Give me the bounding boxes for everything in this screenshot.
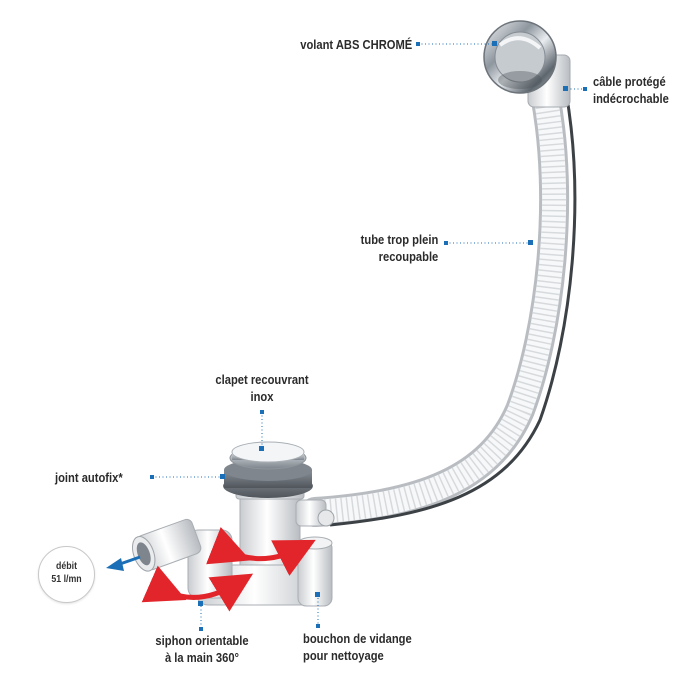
flow-arrow (106, 555, 141, 571)
marker-volant (416, 42, 420, 46)
rotation-arrow-lower (141, 565, 254, 612)
marker-bouchon-end (316, 624, 320, 628)
marker-volant-end (492, 41, 497, 46)
marker-tube-end (528, 240, 533, 245)
debit-value: 51 l/mn (51, 574, 82, 585)
label-joint: joint autofix* (55, 470, 123, 485)
label-bouchon: bouchon de vidange pour nettoyage (303, 631, 412, 663)
marker-siphon-end (199, 627, 203, 631)
debit-badge: débit 51 l/mn (38, 546, 95, 603)
trap (131, 518, 333, 607)
marker-joint (150, 475, 154, 479)
label-volant: volant ABS CHROMÉ (299, 37, 412, 52)
label-siphon: siphon orientable à la main 360° (155, 633, 249, 665)
marker-cable-end (583, 87, 587, 91)
label-tube: tube trop plein recoupable (360, 232, 438, 264)
overflow-head (483, 20, 571, 108)
marker-cable (563, 86, 568, 91)
rotation-arrow-upper (206, 527, 316, 576)
marker-bouchon (315, 592, 320, 597)
overflow-tube (300, 80, 570, 527)
label-clapet: clapet recouvrant inox (215, 372, 309, 404)
debit-label: débit (55, 561, 78, 572)
label-cable: câble protégé indécrochable (593, 74, 669, 106)
marker-siphon (198, 601, 203, 606)
marker-tube (444, 241, 448, 245)
marker-clapet-end (259, 446, 264, 451)
marker-clapet (260, 410, 264, 414)
cable (329, 91, 577, 527)
marker-joint-end (220, 474, 225, 479)
